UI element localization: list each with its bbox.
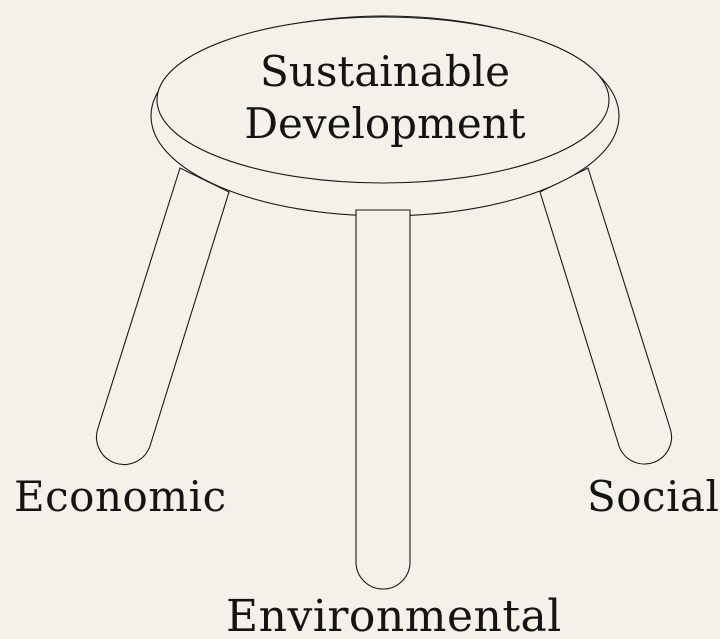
seat-title-line-2: Development [244, 99, 526, 148]
environmental-leg [355, 209, 411, 590]
social-label: Social [587, 472, 720, 521]
social-leg [539, 167, 673, 465]
economic-label: Economic [14, 472, 227, 521]
environmental-label: Environmental [226, 591, 562, 639]
seat-title: Sustainable Development [210, 46, 560, 150]
seat-title-line-1: Sustainable [260, 47, 510, 96]
economic-leg [95, 167, 230, 466]
seat-top [156, 16, 610, 184]
